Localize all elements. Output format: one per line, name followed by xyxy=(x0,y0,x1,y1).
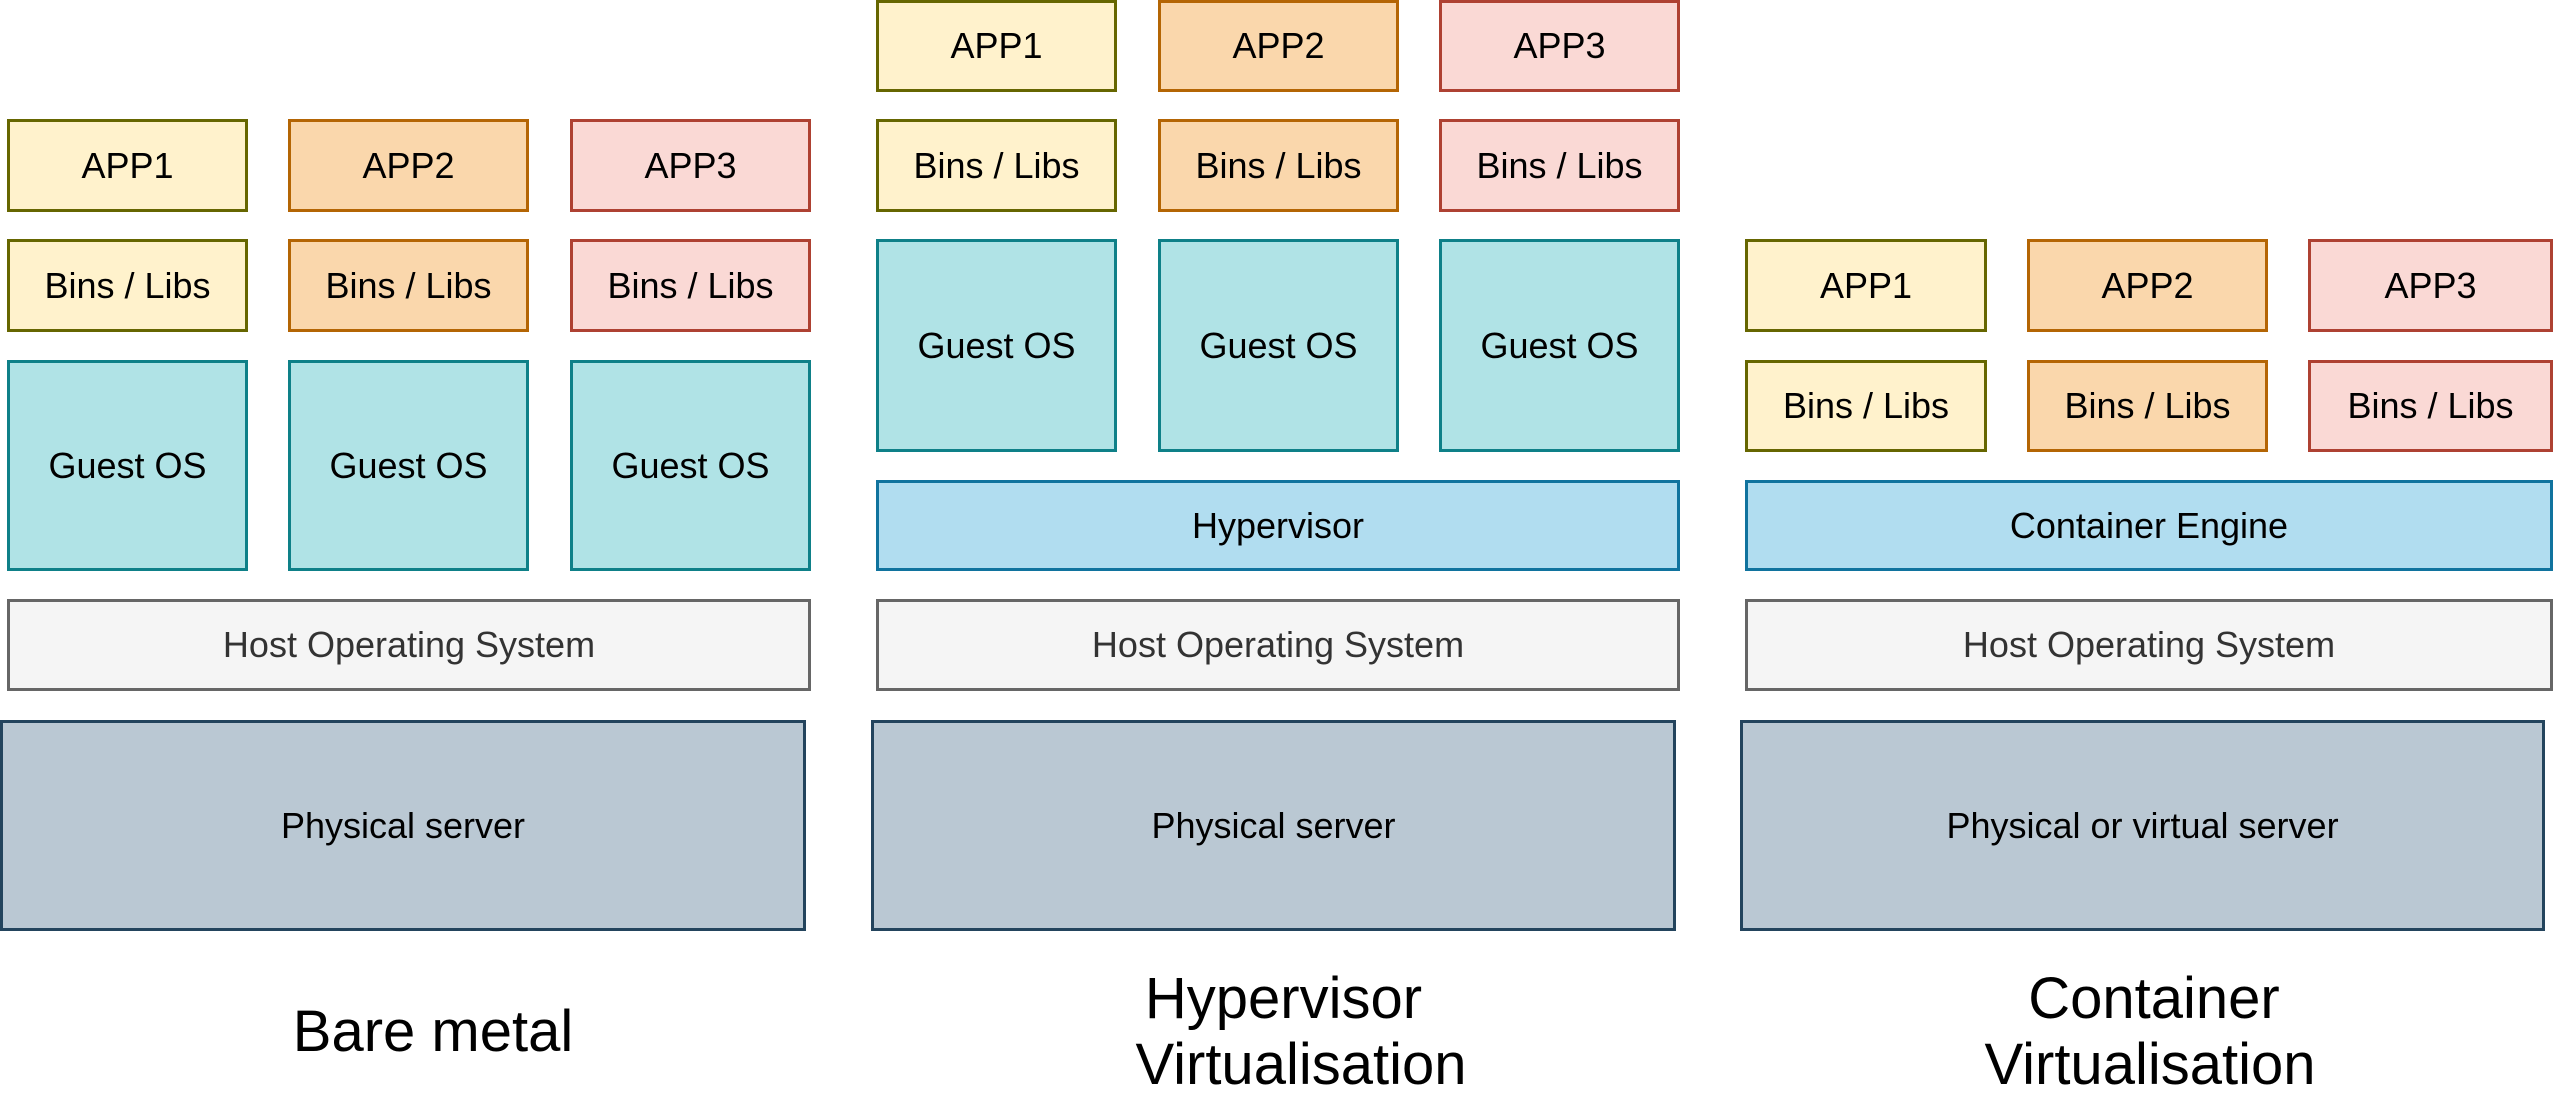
hypervisor-layer: Hypervisor xyxy=(876,480,1680,571)
container-app3: APP3 xyxy=(2308,239,2553,332)
bare-metal-libs2: Bins / Libs xyxy=(288,239,529,332)
hypervisor-guest-os2: Guest OS xyxy=(1158,239,1399,452)
hypervisor-libs2: Bins / Libs xyxy=(1158,119,1399,212)
bare-metal-title-text: Bare metal xyxy=(292,999,574,1064)
bare-metal-guest-os3: Guest OS xyxy=(570,360,811,571)
bare-metal-host-os: Host Operating System xyxy=(7,599,811,691)
container-libs2: Bins / Libs xyxy=(2027,360,2268,452)
bare-metal-title: Bare metal xyxy=(0,999,866,1065)
container-physical-server: Physical or virtual server xyxy=(1740,720,2545,931)
container-app1: APP1 xyxy=(1745,239,1987,332)
hypervisor-title-line1: Hypervisor xyxy=(1144,966,1423,1031)
bare-metal-app3: APP3 xyxy=(570,119,811,212)
container-engine-layer: Container Engine xyxy=(1745,480,2553,571)
bare-metal-guest-os1: Guest OS xyxy=(7,360,248,571)
bare-metal-physical-server: Physical server xyxy=(0,720,806,931)
hypervisor-physical-server: Physical server xyxy=(871,720,1676,931)
hypervisor-app1: APP1 xyxy=(876,0,1117,92)
container-app2: APP2 xyxy=(2027,239,2268,332)
hypervisor-title: Hypervisor Virtualisation xyxy=(871,966,1731,1098)
container-host-os: Host Operating System xyxy=(1745,599,2553,691)
hypervisor-host-os: Host Operating System xyxy=(876,599,1680,691)
hypervisor-app3: APP3 xyxy=(1439,0,1680,92)
bare-metal-guest-os2: Guest OS xyxy=(288,360,529,571)
hypervisor-guest-os3: Guest OS xyxy=(1439,239,1680,452)
hypervisor-libs3: Bins / Libs xyxy=(1439,119,1680,212)
hypervisor-guest-os1: Guest OS xyxy=(876,239,1117,452)
hypervisor-libs1: Bins / Libs xyxy=(876,119,1117,212)
container-title-line1: Container xyxy=(2028,966,2280,1031)
bare-metal-app2: APP2 xyxy=(288,119,529,212)
bare-metal-libs3: Bins / Libs xyxy=(570,239,811,332)
hypervisor-title-line2: Virtualisation xyxy=(1135,1032,1467,1097)
container-title-line2: Virtualisation xyxy=(1984,1032,2316,1097)
container-libs3: Bins / Libs xyxy=(2308,360,2553,452)
container-libs1: Bins / Libs xyxy=(1745,360,1987,452)
bare-metal-libs1: Bins / Libs xyxy=(7,239,248,332)
hypervisor-app2: APP2 xyxy=(1158,0,1399,92)
bare-metal-app1: APP1 xyxy=(7,119,248,212)
container-title: Container Virtualisation xyxy=(1720,966,2553,1098)
